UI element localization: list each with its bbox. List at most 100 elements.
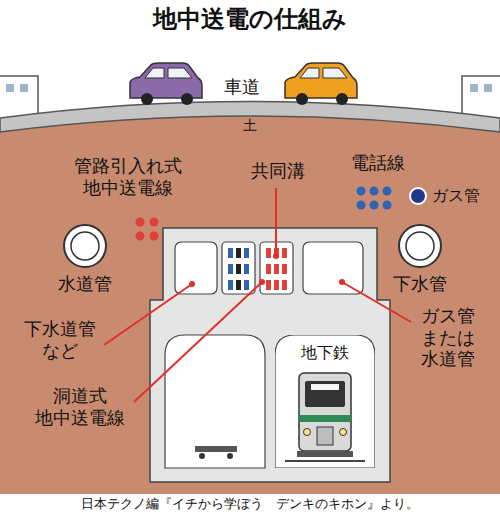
node-label: ガス管 <box>432 186 480 205</box>
cable <box>266 280 271 290</box>
pipe-outline <box>396 222 444 270</box>
water-pipe-node: 水道管 <box>58 222 112 295</box>
cable-dot <box>136 218 145 227</box>
car-window <box>145 68 164 78</box>
phone-dot <box>357 187 366 196</box>
phone-dot <box>383 187 392 196</box>
phone-dot <box>370 201 379 210</box>
cart-wheel <box>227 453 233 459</box>
cable-label: 洞道式 地中送電線 <box>24 385 136 428</box>
soil-label: 土 <box>243 117 257 134</box>
node-label: 地下鉄 <box>275 343 375 362</box>
phone-label: 電話線 <box>351 152 405 174</box>
wheel <box>296 93 308 105</box>
cable-dots <box>136 218 159 241</box>
phone-dots <box>357 187 392 210</box>
tunnel-cables <box>228 248 287 290</box>
leader-line <box>104 284 192 345</box>
cable <box>274 280 279 290</box>
sewer-pipe-node: 下水管 <box>393 222 447 295</box>
train-door <box>317 427 333 445</box>
window <box>470 84 478 92</box>
car <box>130 63 202 105</box>
cable <box>244 248 249 258</box>
chamber <box>275 335 375 468</box>
pipe-label: ガス管 または 水道管 <box>412 305 484 370</box>
wheel <box>141 93 153 105</box>
earth <box>0 110 500 494</box>
node-label: 水道管 <box>58 273 112 295</box>
cable <box>282 264 287 274</box>
cable <box>236 264 241 274</box>
caption: 日本テクノ編『イチから学ぼう デンキのキホン』より。 <box>0 496 500 512</box>
gas-pipe <box>410 188 426 204</box>
pipe-bore <box>71 232 99 260</box>
pipe-wall <box>399 225 441 267</box>
phone-dot <box>383 201 392 210</box>
train-body <box>299 373 351 451</box>
train-skirt <box>297 451 353 457</box>
car-window <box>300 68 319 78</box>
subway-chamber: 地下鉄 <box>275 335 375 468</box>
car-body <box>285 63 357 98</box>
leader-dot <box>339 279 345 285</box>
window <box>6 84 14 92</box>
tunnel-label: 共同溝 <box>251 160 305 182</box>
cart <box>195 446 237 452</box>
cable <box>244 264 249 274</box>
leader-line <box>275 188 277 256</box>
sewer-box <box>175 242 217 294</box>
train-windshield <box>305 381 345 407</box>
road-label: 車道 <box>224 76 260 98</box>
headlight <box>304 429 311 436</box>
rail <box>285 460 365 462</box>
car-body <box>130 63 202 98</box>
cable-dot <box>136 232 145 241</box>
cable <box>266 264 271 274</box>
gas-pipe-outline <box>408 186 428 206</box>
pipe-bore <box>406 232 434 260</box>
cable-label: 管路引入れ式 地中送電線 <box>63 155 193 198</box>
node-label: 下水管 <box>393 273 447 295</box>
leader-dot <box>189 281 195 287</box>
cable <box>282 248 287 258</box>
wheel <box>181 93 193 105</box>
car-window <box>323 68 347 78</box>
cable <box>244 280 249 290</box>
chamber <box>165 335 265 468</box>
utility-tunnel <box>150 228 390 482</box>
cable <box>236 248 241 258</box>
leader-dot <box>259 279 265 285</box>
train-destination <box>311 384 339 390</box>
window <box>20 84 28 92</box>
cable <box>266 248 271 258</box>
train-stripe <box>299 415 351 422</box>
pipe-wall <box>64 225 106 267</box>
cable <box>228 264 233 274</box>
cable-box <box>222 242 255 294</box>
gas-pipe-node: ガス管 <box>408 186 480 206</box>
cable-dot <box>150 218 159 227</box>
phone-dot <box>357 201 366 210</box>
car <box>285 63 357 105</box>
leader-dot <box>273 253 279 259</box>
cable <box>228 280 233 290</box>
gas-water-box <box>303 242 363 294</box>
car-window <box>168 68 192 78</box>
phone-dot <box>370 187 379 196</box>
leader-dots <box>189 253 345 287</box>
cable <box>282 280 287 290</box>
cable <box>274 264 279 274</box>
cable-dot <box>150 232 159 241</box>
headlight <box>340 429 347 436</box>
sewer-label: 下水道管 など <box>19 318 101 361</box>
window <box>484 84 492 92</box>
title: 地中送電の仕組み <box>0 4 500 34</box>
pipe-outline <box>61 222 109 270</box>
leader-line <box>134 282 262 402</box>
cable <box>236 280 241 290</box>
cable <box>228 248 233 258</box>
wheel <box>336 93 348 105</box>
cart-wheel <box>199 453 205 459</box>
